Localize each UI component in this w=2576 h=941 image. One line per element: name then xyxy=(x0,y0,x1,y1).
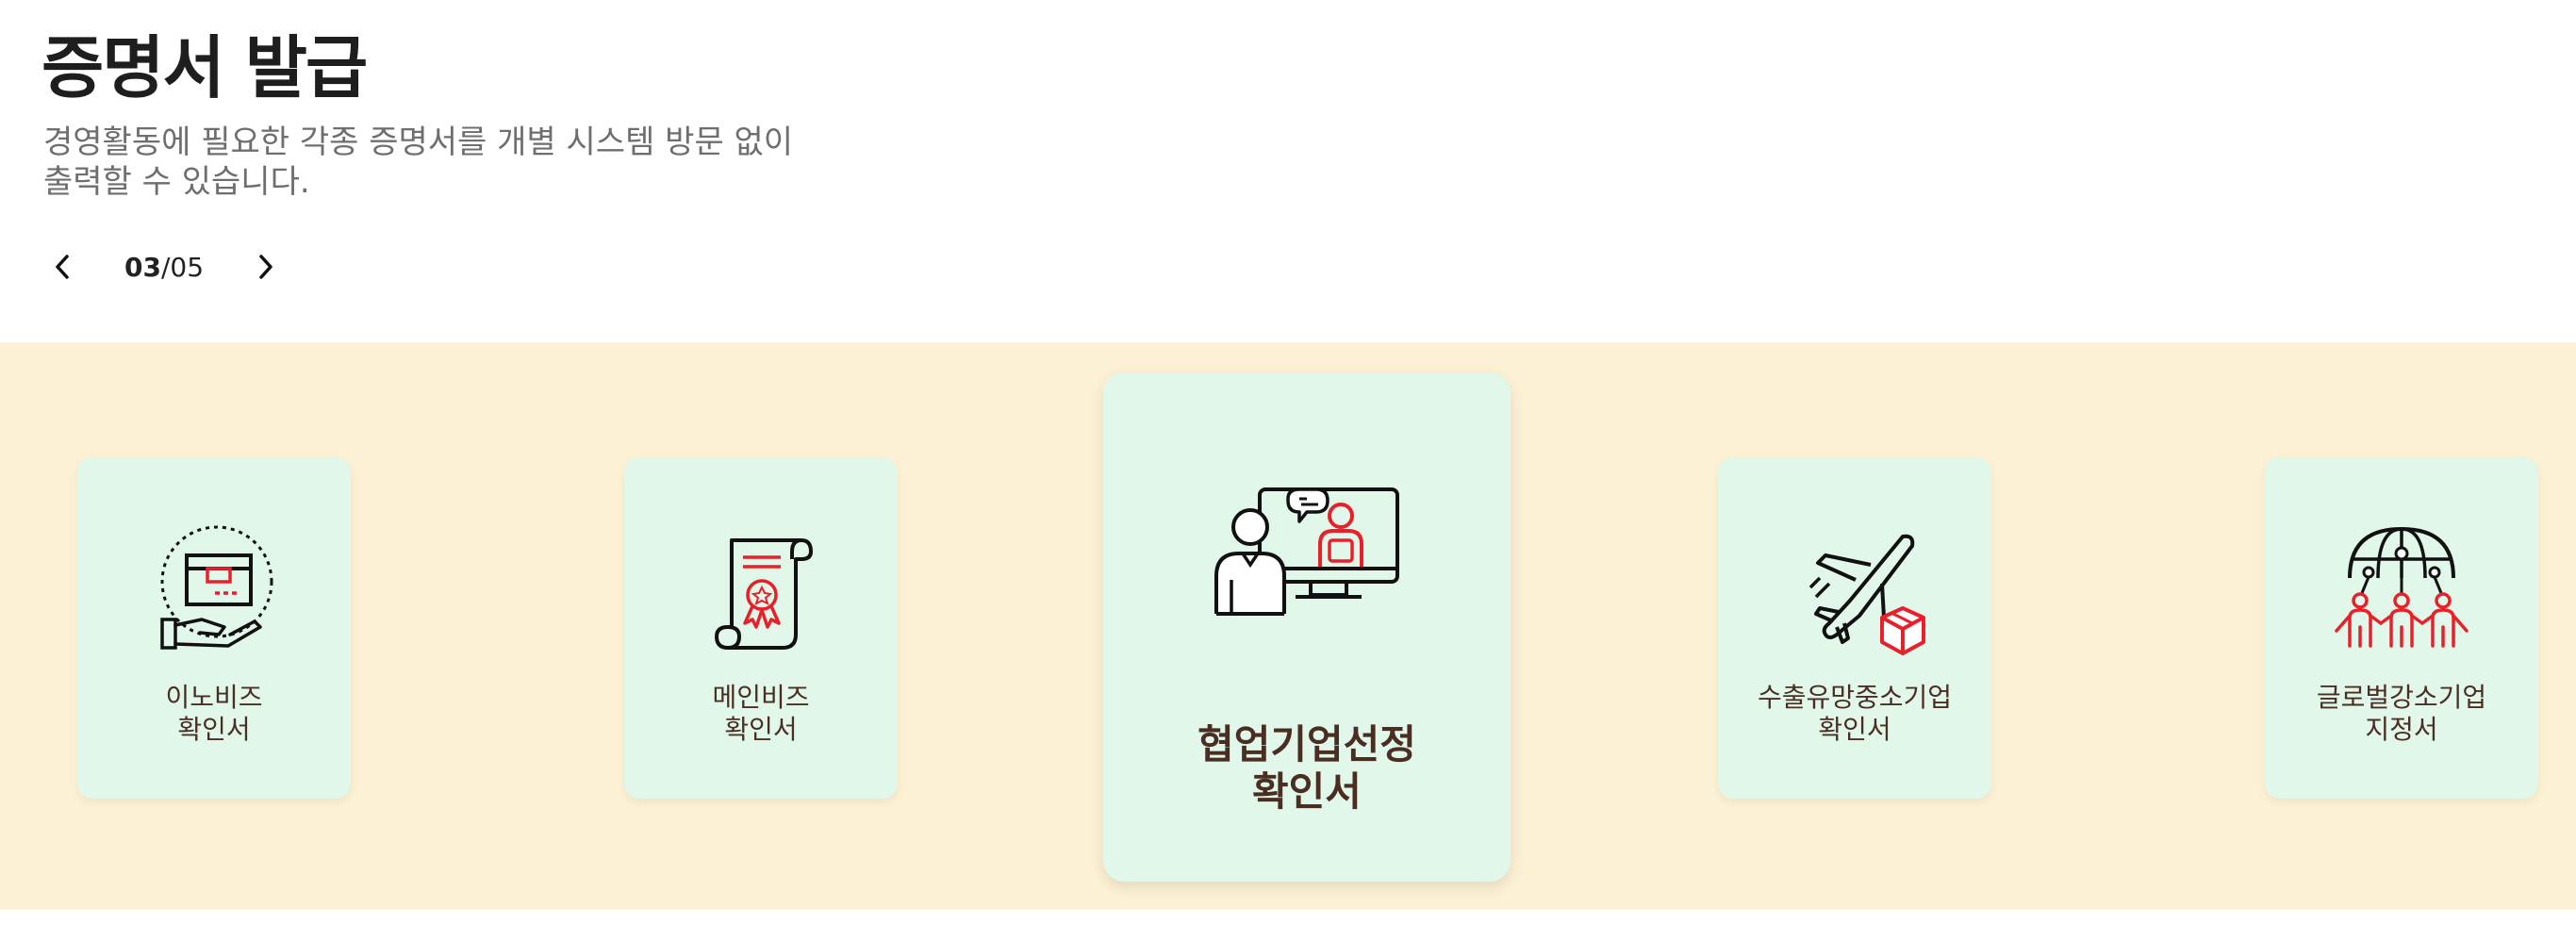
total-pages: 05 xyxy=(170,251,205,283)
card-mainbiz-certificate[interactable]: 메인비즈 확인서 xyxy=(624,457,898,799)
page-title: 증명서 발급 xyxy=(41,28,368,107)
current-page: 03 xyxy=(124,251,161,283)
card-innobiz-certificate[interactable]: 이노비즈 확인서 xyxy=(77,457,351,799)
description-line-2: 출력할 수 있습니다. xyxy=(43,163,310,201)
description-line-1: 경영활동에 필요한 각종 증명서를 개별 시스템 방문 없이 xyxy=(43,124,794,161)
chevron-right-icon xyxy=(259,255,272,279)
card-label: 글로벌강소기업 지정서 xyxy=(2316,682,2487,745)
card-label: 이노비즈 확인서 xyxy=(165,682,263,745)
page-description: 경영활동에 필요한 각종 증명서를 개별 시스템 방문 없이 출력할 수 있습니… xyxy=(43,123,892,202)
carousel-pager: 03/05 xyxy=(43,243,285,290)
card-label: 협업기업선정 확인서 xyxy=(1197,721,1416,815)
next-button[interactable] xyxy=(247,243,285,290)
page-separator: / xyxy=(160,251,171,283)
prev-button[interactable] xyxy=(43,243,81,290)
page-counter: 03/05 xyxy=(124,252,204,283)
card-global-strong-sme-designation[interactable]: 글로벌강소기업 지정서 xyxy=(2265,457,2538,799)
card-label: 메인비즈 확인서 xyxy=(712,682,810,745)
chevron-left-icon xyxy=(56,255,69,279)
certificate-scroll-icon xyxy=(715,538,813,650)
airplane-cargo-icon xyxy=(1808,534,1925,655)
box-in-hand-icon xyxy=(160,525,273,650)
card-collaboration-company-certificate[interactable]: 협업기업선정 확인서 xyxy=(1103,372,1511,882)
video-conference-icon xyxy=(1214,487,1399,616)
card-label: 수출유망중소기업 확인서 xyxy=(1757,682,1953,745)
card-export-sme-certificate[interactable]: 수출유망중소기업 확인서 xyxy=(1718,457,1991,799)
global-network-people-icon xyxy=(2335,526,2469,648)
